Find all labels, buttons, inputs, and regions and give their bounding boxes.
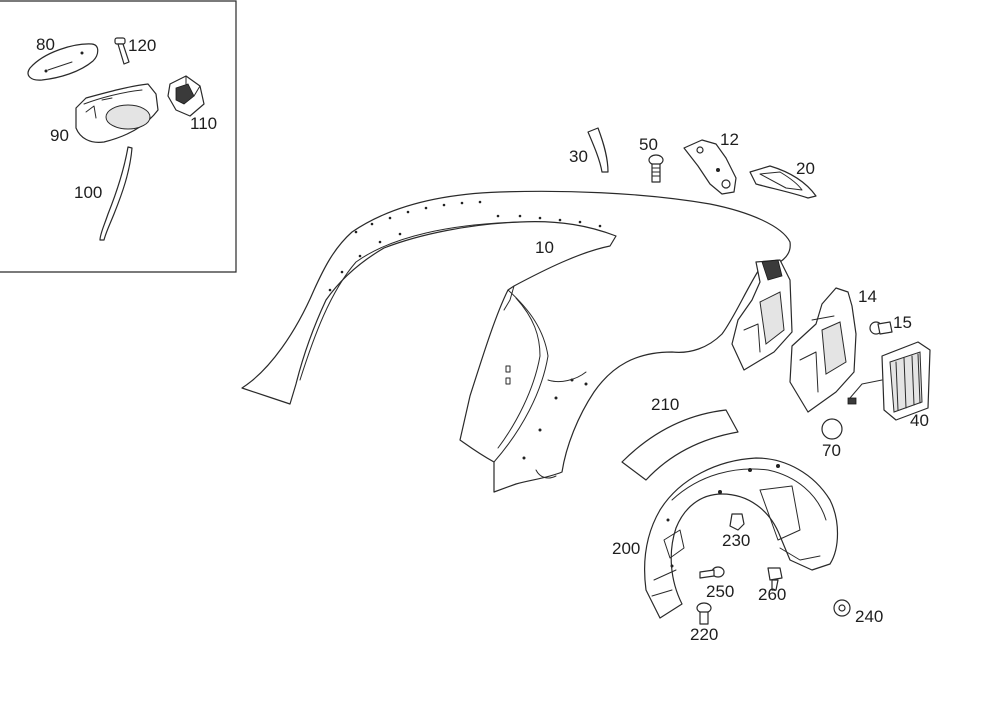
part-30-trim-strip [587,127,609,173]
part-20-gasket [749,165,817,199]
part-240-clip-nut [833,599,851,617]
callout-260: 260 [758,585,786,604]
part-110-actuator [167,75,205,117]
callout-120: 120 [128,36,156,55]
part-250-screw [699,566,725,579]
part-210-insulation [621,409,739,481]
callout-30: 30 [569,147,588,166]
callout-220: 220 [690,625,718,644]
part-120-bolt [114,37,130,65]
callout-80: 80 [36,35,55,54]
roof-rail-holes [328,200,602,292]
callout-10: 10 [535,238,554,257]
part-80-cover-plate [27,43,99,81]
callout-250: 250 [706,582,734,601]
part-100-drain-hose [99,146,133,241]
part-50-stud [648,154,664,183]
part-12-bracket [683,139,737,195]
callout-240: 240 [855,607,883,626]
part-15-clip [869,321,893,335]
part-200-wheel-liner [643,457,839,619]
inset-frame [0,0,237,273]
callout-70: 70 [822,441,841,460]
callout-90: 90 [50,126,69,145]
callout-200: 200 [612,539,640,558]
callout-20: 20 [796,159,815,178]
part-90-filler-housing [75,83,159,143]
part-230-nut [729,513,745,531]
callout-100: 100 [74,183,102,202]
part-260-screw [767,567,783,591]
callout-230: 230 [722,531,750,550]
callout-110: 110 [190,114,217,133]
callout-40: 40 [910,411,929,430]
part-10-quarter-panel [241,190,793,493]
callout-12: 12 [720,130,739,149]
callout-210: 210 [651,395,679,414]
callout-14: 14 [858,287,877,306]
part-14-panel-section [789,287,857,413]
callout-50: 50 [639,135,658,154]
callout-labels: 80 120 90 110 100 30 50 12 20 10 14 15 4… [36,35,929,644]
part-220-bolt [696,602,712,625]
part-70-plug [821,418,843,440]
part-40-vent-grille [847,341,931,421]
callout-15: 15 [893,313,912,332]
